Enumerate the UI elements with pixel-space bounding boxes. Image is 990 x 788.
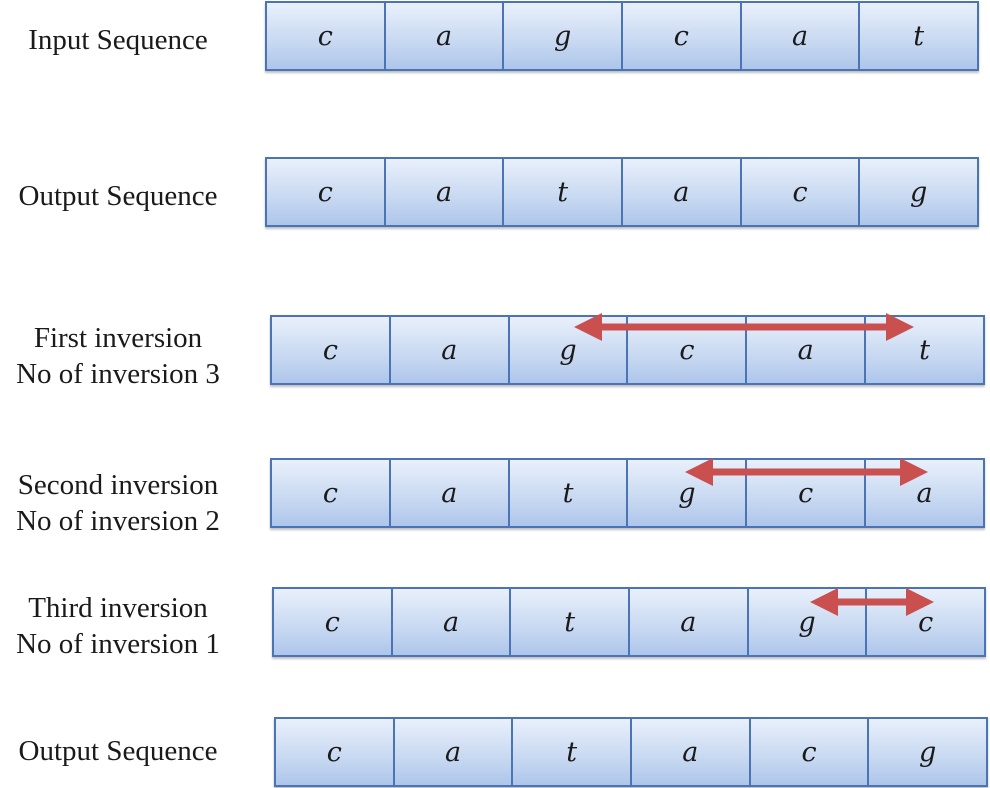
sequence-cell: c [623, 3, 742, 69]
sequence-first-inversion: c a g c a t [270, 315, 985, 385]
sequence-cell: g [628, 460, 748, 526]
row-label-second-inversion: Second inversion No of inversion 2 [0, 467, 236, 539]
sequence-cell: a [623, 159, 742, 225]
sequence-cell: a [391, 460, 510, 526]
sequence-cell: a [393, 589, 512, 655]
sequence-output: c a t a c g [265, 157, 979, 227]
sequence-cell: c [272, 317, 391, 383]
sequence-cell: t [919, 334, 930, 366]
sequence-cell: c [272, 460, 391, 526]
sequence-cell: t [504, 159, 624, 225]
label-line: Third inversion [28, 592, 208, 624]
sequence-third-inversion: c a t a g c [272, 587, 986, 657]
sequence-cell: a [386, 159, 505, 225]
sequence-cell: c [267, 159, 386, 225]
sequence-cell: t [513, 719, 633, 785]
row-label-third-inversion: Third inversion No of inversion 1 [0, 590, 236, 662]
sequence-cell: a [916, 477, 933, 509]
sequence-cell: a [391, 317, 510, 383]
sequence-cell: a [386, 3, 505, 69]
sequence-cell: a [630, 589, 749, 655]
sequence-cell: a [632, 719, 751, 785]
label-line: Second inversion [17, 469, 219, 501]
label-line: Output Sequence [18, 180, 218, 212]
sequence-cell: c [274, 589, 393, 655]
label-line: First inversion [33, 322, 203, 354]
sequence-cell: g [749, 589, 868, 655]
sequence-cell: a [742, 3, 861, 69]
sequence-cell: c [628, 317, 748, 383]
sequence-cell: t [913, 20, 925, 52]
label-line: Output Sequence [18, 735, 218, 767]
sequence-cell: t [510, 460, 629, 526]
sequence-cell: g [504, 3, 624, 69]
sequence-cell: t [511, 589, 631, 655]
sequence-second-inversion: c a t g c a [270, 458, 985, 528]
row-label-output-sequence: Output Sequence [0, 178, 236, 214]
sequence-cell: c [276, 719, 395, 785]
row-label-first-inversion: First inversion No of inversion 3 [0, 320, 236, 392]
label-line: Input Sequence [28, 24, 208, 56]
row-label-input-sequence: Input Sequence [0, 22, 236, 58]
sequence-cell: a [747, 317, 867, 383]
sequence-cell: c [742, 159, 861, 225]
sequence-cell: c [751, 719, 870, 785]
row-label-final-output-sequence: Output Sequence [0, 733, 236, 769]
sequence-final-output: c a t a c g [274, 717, 988, 787]
label-line: No of inversion 2 [16, 505, 220, 537]
sequence-cell: g [510, 317, 629, 383]
label-line: No of inversion 3 [16, 358, 220, 390]
sequence-cell: a [395, 719, 514, 785]
sequence-cell: g [919, 736, 937, 768]
sequence-cell: c [747, 460, 867, 526]
sequence-cell: c [918, 606, 934, 638]
label-line: No of inversion 1 [16, 628, 220, 660]
sequence-cell: c [267, 3, 386, 69]
sequence-input: c a g c a t [265, 1, 979, 71]
sequence-cell: g [910, 176, 928, 208]
